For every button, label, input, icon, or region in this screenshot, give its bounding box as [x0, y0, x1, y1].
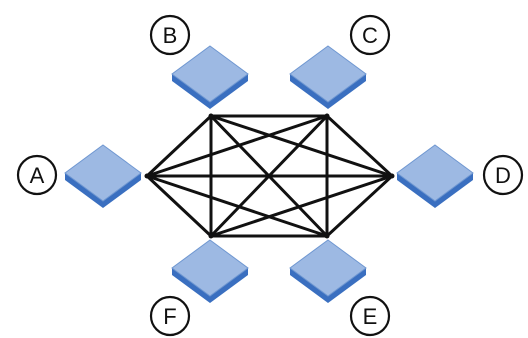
- node-label-e: E: [349, 295, 391, 337]
- link-d-f: [209, 174, 394, 238]
- device-b: [171, 45, 249, 109]
- node-label-d: D: [482, 154, 524, 196]
- label-ring: [349, 295, 391, 337]
- labels-layer: A B C D E F: [16, 14, 524, 337]
- label-text: E: [363, 304, 378, 329]
- hub-point-b: [208, 113, 214, 119]
- hub-point-e: [324, 233, 330, 239]
- label-text: A: [30, 163, 45, 188]
- hub-point-a: [144, 173, 150, 179]
- node-label-f: F: [149, 295, 191, 337]
- hub-point-d: [389, 173, 395, 179]
- label-text: F: [163, 304, 176, 329]
- label-ring: [149, 295, 191, 337]
- link-a-f: [145, 174, 213, 238]
- link-a-e: [145, 174, 329, 238]
- link-d-e: [325, 174, 394, 238]
- links-layer: [145, 114, 394, 238]
- label-ring: [149, 14, 191, 56]
- link-a-c: [145, 114, 329, 178]
- device-c: [289, 45, 367, 109]
- node-label-c: C: [349, 14, 391, 56]
- device-a: [64, 144, 142, 208]
- device-f: [171, 239, 249, 303]
- link-a-b: [145, 114, 213, 178]
- link-b-d: [209, 114, 394, 178]
- device-e: [289, 239, 367, 303]
- label-ring: [349, 14, 391, 56]
- link-c-f: [209, 114, 329, 238]
- link-c-d: [325, 114, 394, 178]
- device-d: [396, 144, 474, 208]
- label-ring: [482, 154, 524, 196]
- label-ring: [16, 154, 58, 196]
- label-text: D: [495, 163, 511, 188]
- node-label-a: A: [16, 154, 58, 196]
- devices-layer: [64, 45, 474, 303]
- label-text: B: [163, 23, 178, 48]
- hub-point-f: [208, 233, 214, 239]
- label-text: C: [362, 23, 378, 48]
- node-label-b: B: [149, 14, 191, 56]
- hub-point-c: [324, 113, 330, 119]
